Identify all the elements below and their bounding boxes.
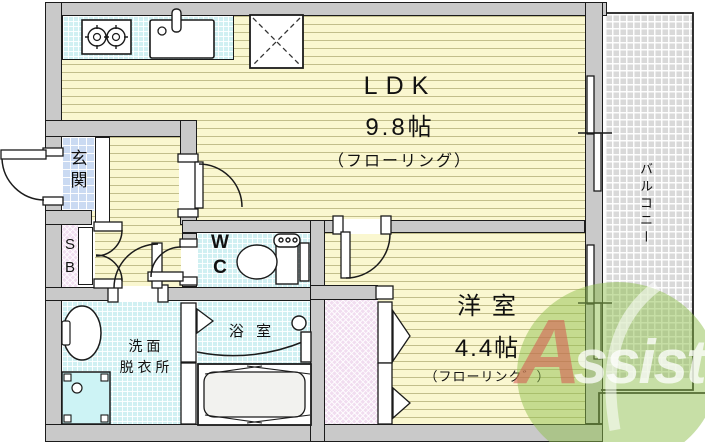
entrance-step (95, 137, 110, 225)
wall-entrance-bottom (45, 210, 92, 225)
closet-floor (325, 300, 378, 424)
wall-top (45, 2, 607, 16)
wall-wash-top (45, 287, 312, 301)
western-room-label: 洋 室 (457, 293, 518, 320)
wall-closet-top (310, 285, 378, 300)
wall-ldk-hall (45, 120, 193, 137)
shoe-box-inside (78, 227, 93, 285)
shoe-box-label-line2: B (64, 259, 75, 276)
wall-wash-western (310, 220, 325, 442)
building-outline (598, 392, 705, 425)
ldk-floor-type-label: （フローリング） (327, 153, 472, 170)
western-room-floor-type-label: （フローリンク゛） (424, 369, 551, 384)
entrance-door-arc (1, 158, 45, 201)
wc-label: W C (205, 230, 235, 280)
entrance-label: 玄 関 (64, 148, 94, 192)
entrance-label-line1: 玄 (70, 149, 88, 168)
wall-hall-vertical (180, 120, 197, 225)
wall-mid-horizontal (182, 220, 585, 233)
western-room-size-label: 4.4帖 (454, 335, 521, 362)
ldk-size-label: 9.8帖 (365, 114, 435, 141)
entrance-floor (62, 137, 95, 211)
entrance-door-leaf (0, 149, 47, 160)
entrance-label-line2: 関 (70, 171, 88, 190)
ldk-label: LDK (363, 72, 437, 100)
washroom-label-line2: 脱 衣 所 (119, 359, 170, 375)
kitchen-counter (62, 15, 234, 60)
shoe-box-label: S B (61, 233, 79, 279)
wall-wc-left (182, 233, 197, 287)
bathroom-label: 浴 室 (228, 323, 276, 340)
shoe-box (62, 225, 78, 287)
wc-label-line2: C (213, 257, 227, 278)
balcony-label: バルコニー (638, 161, 653, 247)
wc-label-line1: W (211, 232, 229, 253)
wall-left-lower (45, 198, 62, 442)
washroom-label-line1: 洗 面 (128, 338, 161, 354)
washroom-label: 洗 面 脱 衣 所 (92, 336, 197, 378)
wall-right (585, 2, 603, 424)
shoe-box-label-line1: S (64, 236, 75, 253)
